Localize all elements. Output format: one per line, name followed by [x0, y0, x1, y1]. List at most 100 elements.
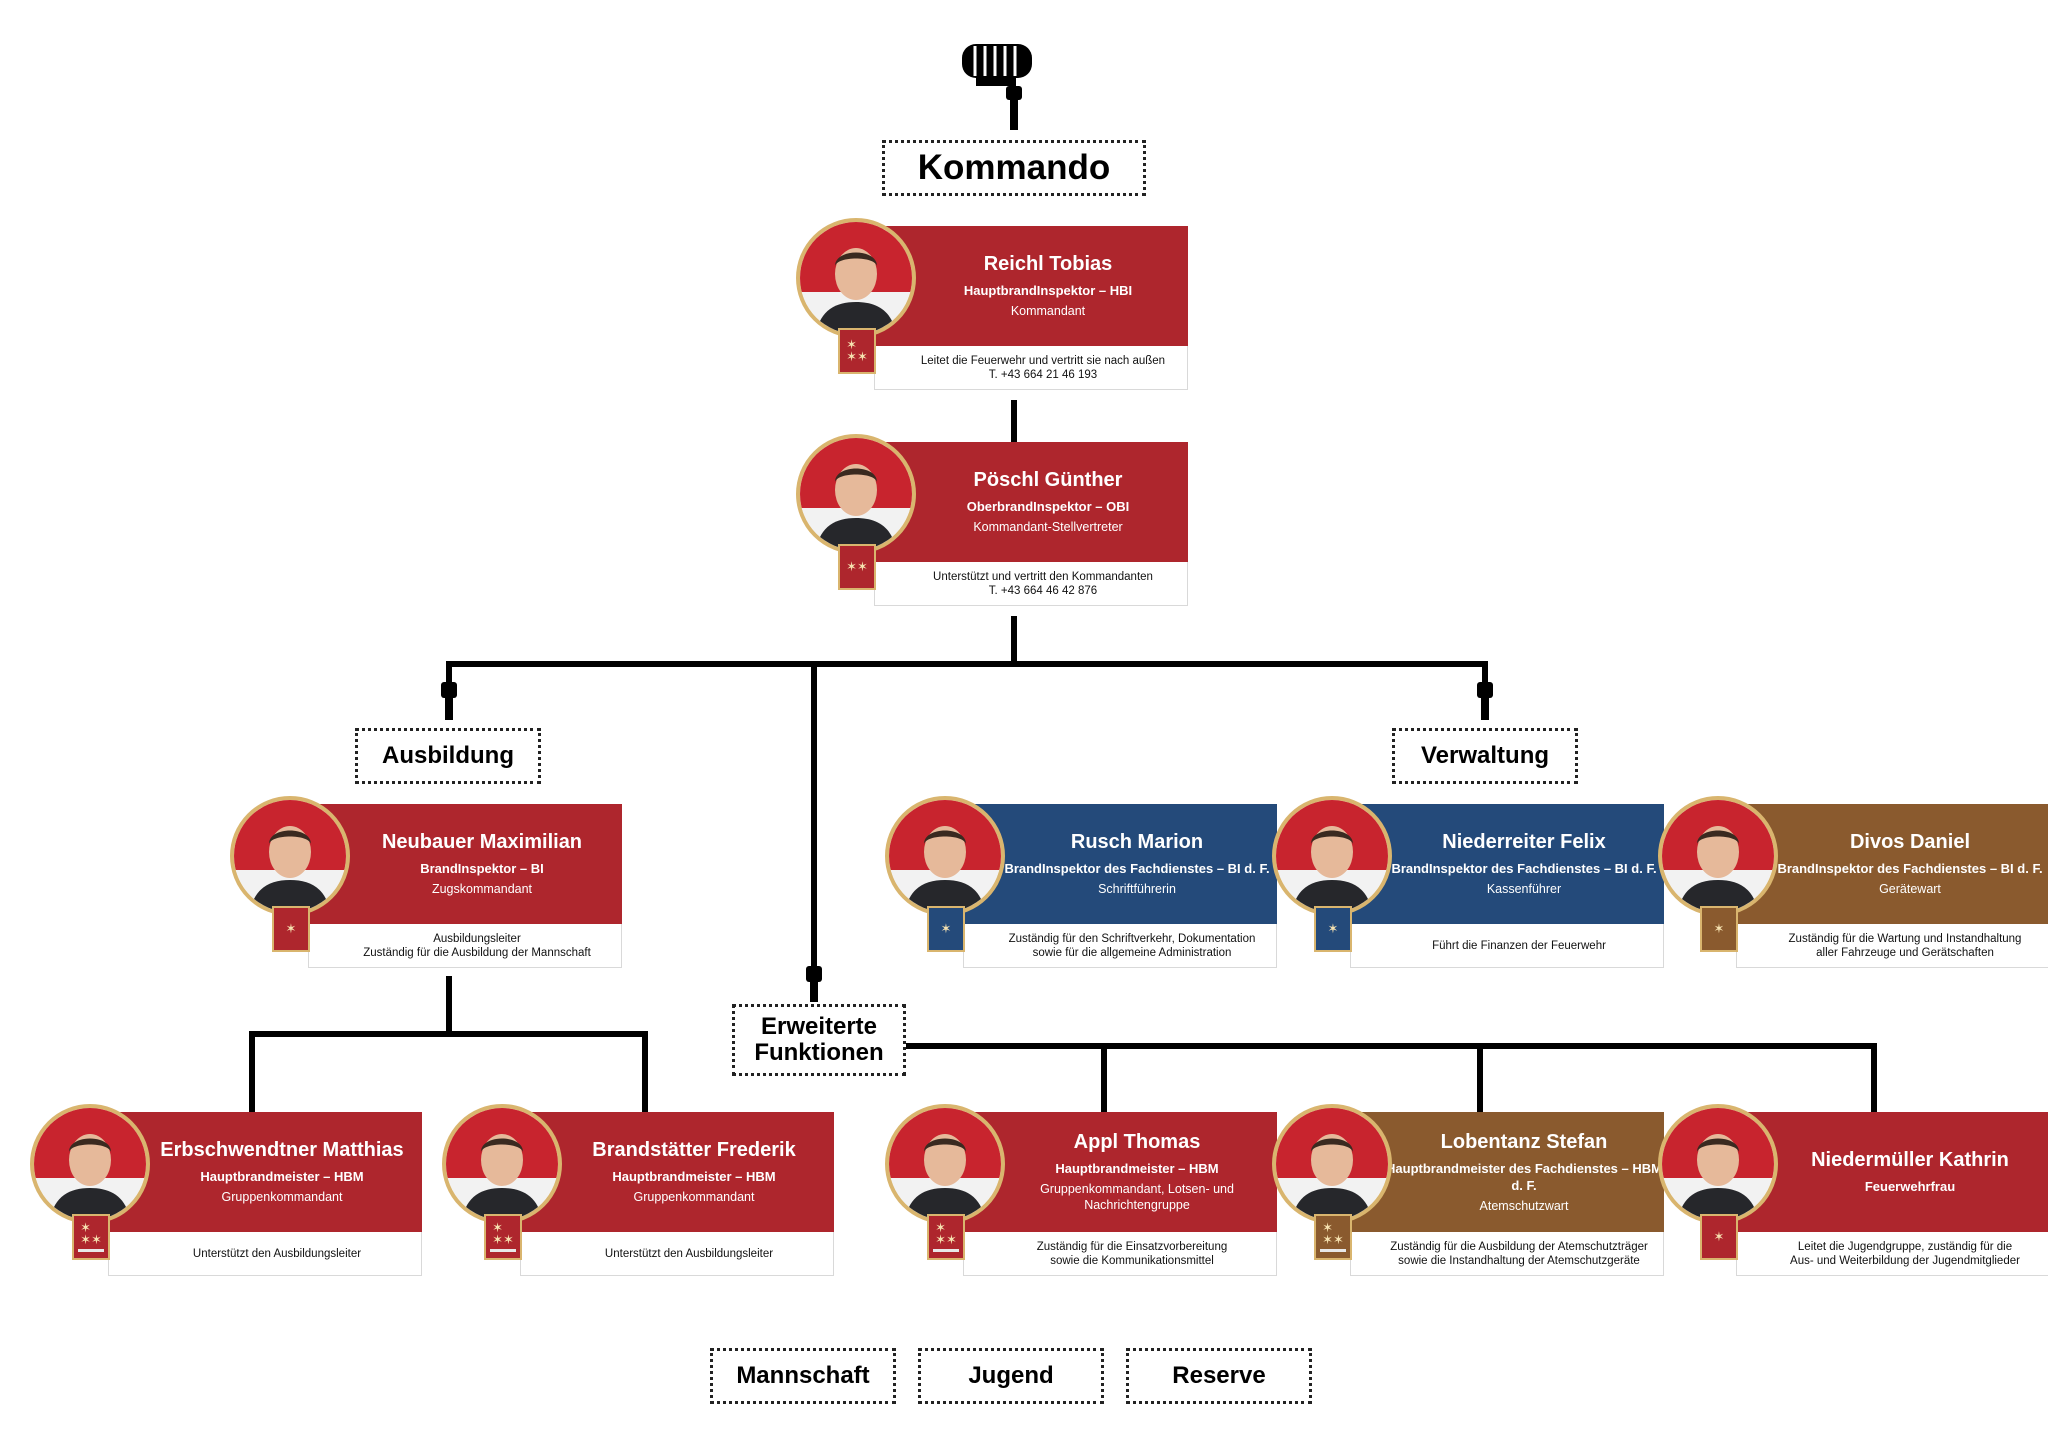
avatar	[1658, 796, 1778, 916]
description-line-1: Zuständig für die Einsatzvorbereitung	[1036, 1240, 1228, 1253]
description-line-1: Zuständig für die Wartung und Instandhal…	[1788, 932, 2022, 945]
rank-badge-icon: ✶✶✶	[484, 1214, 522, 1260]
avatar	[230, 796, 350, 916]
person-photo	[1662, 800, 1774, 912]
person-description: Unterstützt den Ausbildungsleiter	[520, 1232, 834, 1276]
description-line-2: Zuständig für die Ausbildung der Mannsch…	[363, 946, 591, 959]
rank-badge-icon: ✶✶✶	[72, 1214, 110, 1260]
description-line-1: Unterstützt den Ausbildungsleiter	[192, 1247, 362, 1260]
person-rank: BrandInspektor des Fachdienstes – BI d. …	[1391, 861, 1657, 876]
rank-badge-icon: ✶	[272, 906, 310, 952]
person-rank: Hauptbrandmeister – HBM	[1055, 1161, 1219, 1176]
person-function: Schriftführerin	[1098, 882, 1176, 896]
person-photo	[34, 1108, 146, 1220]
person-photo	[800, 438, 912, 550]
avatar	[1272, 1104, 1392, 1224]
person-card: Reichl Tobias HauptbrandInspektor – HBI …	[796, 218, 1188, 390]
description-line-1: Unterstützt den Ausbildungsleiter	[604, 1247, 774, 1260]
avatar	[796, 434, 916, 554]
person-rank: BrandInspektor des Fachdienstes – BI d. …	[1004, 861, 1270, 876]
rank-badge-icon: ✶✶	[838, 544, 876, 590]
person-card: Appl Thomas Hauptbrandmeister – HBM Grup…	[885, 1104, 1277, 1276]
person-rank: Hauptbrandmeister – HBM	[200, 1169, 364, 1184]
description-line-1: Leitet die Jugendgruppe, zuständig für d…	[1797, 1240, 2013, 1253]
card-header: Rusch Marion BrandInspektor des Fachdien…	[963, 804, 1277, 924]
person-description: Führt die Finanzen der Feuerwehr	[1350, 924, 1664, 968]
person-photo	[889, 800, 1001, 912]
section-reserve: Reserve	[1126, 1348, 1312, 1404]
person-rank: Hauptbrandmeister – HBM	[612, 1169, 776, 1184]
person-function: Gruppenkommandant	[633, 1190, 755, 1204]
person-name: Niedermüller Kathrin	[1811, 1149, 2009, 1171]
card-header: Lobentanz Stefan Hauptbrandmeister des F…	[1350, 1112, 1664, 1232]
person-photo	[1662, 1108, 1774, 1220]
card-header: Brandstätter Frederik Hauptbrandmeister …	[520, 1112, 834, 1232]
person-name: Erbschwendtner Matthias	[160, 1139, 404, 1161]
section-erweiterte-funktionen: Erweiterte Funktionen	[732, 1004, 906, 1076]
person-card: Niederreiter Felix BrandInspektor des Fa…	[1272, 796, 1664, 968]
person-photo	[1276, 1108, 1388, 1220]
person-description: Zuständig für die Ausbildung der Atemsch…	[1350, 1232, 1664, 1276]
person-card: Lobentanz Stefan Hauptbrandmeister des F…	[1272, 1104, 1664, 1276]
description-line-1: Zuständig für die Ausbildung der Atemsch…	[1390, 1240, 1648, 1253]
person-card: Niedermüller Kathrin Feuerwehrfrau Leite…	[1658, 1104, 2048, 1276]
person-card: Neubauer Maximilian BrandInspektor – BI …	[230, 796, 622, 968]
person-card: Rusch Marion BrandInspektor des Fachdien…	[885, 796, 1277, 968]
person-photo	[446, 1108, 558, 1220]
person-function: Atemschutzwart	[1479, 1198, 1569, 1213]
card-header: Neubauer Maximilian BrandInspektor – BI …	[308, 804, 622, 924]
avatar	[885, 796, 1005, 916]
rank-badge-icon: ✶	[1700, 906, 1738, 952]
description-line-2: T. +43 664 46 42 876	[988, 584, 1098, 597]
person-description: Leitet die Feuerwehr und vertritt sie na…	[874, 346, 1188, 390]
description-line-1: Ausbildungsleiter	[433, 932, 521, 945]
person-name: Lobentanz Stefan	[1440, 1130, 1608, 1153]
person-rank: Hauptbrandmeister des Fachdienstes – HBM…	[1386, 1160, 1662, 1193]
person-name: Pöschl Günther	[973, 469, 1123, 491]
rank-badge-icon: ✶	[1314, 906, 1352, 952]
person-photo	[800, 222, 912, 334]
person-function: Gerätewart	[1879, 882, 1941, 896]
section-ausbildung: Ausbildung	[355, 728, 541, 784]
person-name: Divos Daniel	[1849, 831, 1971, 853]
rank-badge-icon: ✶✶✶	[927, 1214, 965, 1260]
person-function: Kassenführer	[1486, 882, 1562, 896]
person-card: Brandstätter Frederik Hauptbrandmeister …	[442, 1104, 834, 1276]
person-rank: BrandInspektor des Fachdienstes – BI d. …	[1777, 861, 2043, 876]
person-rank: Feuerwehrfrau	[1864, 1179, 1956, 1194]
person-name: Niederreiter Felix	[1442, 831, 1606, 853]
avatar	[1658, 1104, 1778, 1224]
person-description: Zuständig für die Einsatzvorbereitung so…	[963, 1232, 1277, 1276]
person-card: Pöschl Günther OberbrandInspektor – OBI …	[796, 434, 1188, 606]
section-kommando: Kommando	[882, 140, 1146, 196]
person-function: Gruppenkommandant	[221, 1190, 343, 1204]
person-name: Rusch Marion	[1070, 831, 1204, 853]
rank-badge-icon: ✶✶✶	[838, 328, 876, 374]
rank-badge-icon: ✶	[1700, 1214, 1738, 1260]
person-photo	[1276, 800, 1388, 912]
section-jugend: Jugend	[918, 1348, 1104, 1404]
description-line-1: Führt die Finanzen der Feuerwehr	[1432, 939, 1606, 952]
avatar	[796, 218, 916, 338]
person-name: Brandstätter Frederik	[592, 1139, 796, 1161]
person-description: Leitet die Jugendgruppe, zuständig für d…	[1736, 1232, 2048, 1276]
description-line-2: sowie für die allgemeine Administration	[1032, 946, 1232, 959]
card-header: Pöschl Günther OberbrandInspektor – OBI …	[874, 442, 1188, 562]
description-line-2: T. +43 664 21 46 193	[988, 368, 1098, 381]
person-description: Zuständig für die Wartung und Instandhal…	[1736, 924, 2048, 968]
person-description: Unterstützt und vertritt den Kommandante…	[874, 562, 1188, 606]
description-line-2: aller Fahrzeuge und Gerätschaften	[1816, 946, 1994, 959]
person-card: Divos Daniel BrandInspektor des Fachdien…	[1658, 796, 2048, 968]
avatar	[442, 1104, 562, 1224]
description-line-2: Aus- und Weiterbildung der Jugendmitglie…	[1790, 1254, 2020, 1267]
person-description: Zuständig für den Schriftverkehr, Dokume…	[963, 924, 1277, 968]
person-function: Kommandant	[1010, 304, 1086, 318]
section-verwaltung: Verwaltung	[1392, 728, 1578, 784]
person-name: Appl Thomas	[1073, 1131, 1201, 1153]
card-header: Appl Thomas Hauptbrandmeister – HBM Grup…	[963, 1112, 1277, 1232]
description-line-1: Unterstützt und vertritt den Kommandante…	[933, 570, 1153, 583]
description-line-2: sowie die Instandhaltung der Atemschutzg…	[1398, 1254, 1640, 1267]
person-function: Zugskommandant	[431, 882, 533, 896]
person-photo	[234, 800, 346, 912]
